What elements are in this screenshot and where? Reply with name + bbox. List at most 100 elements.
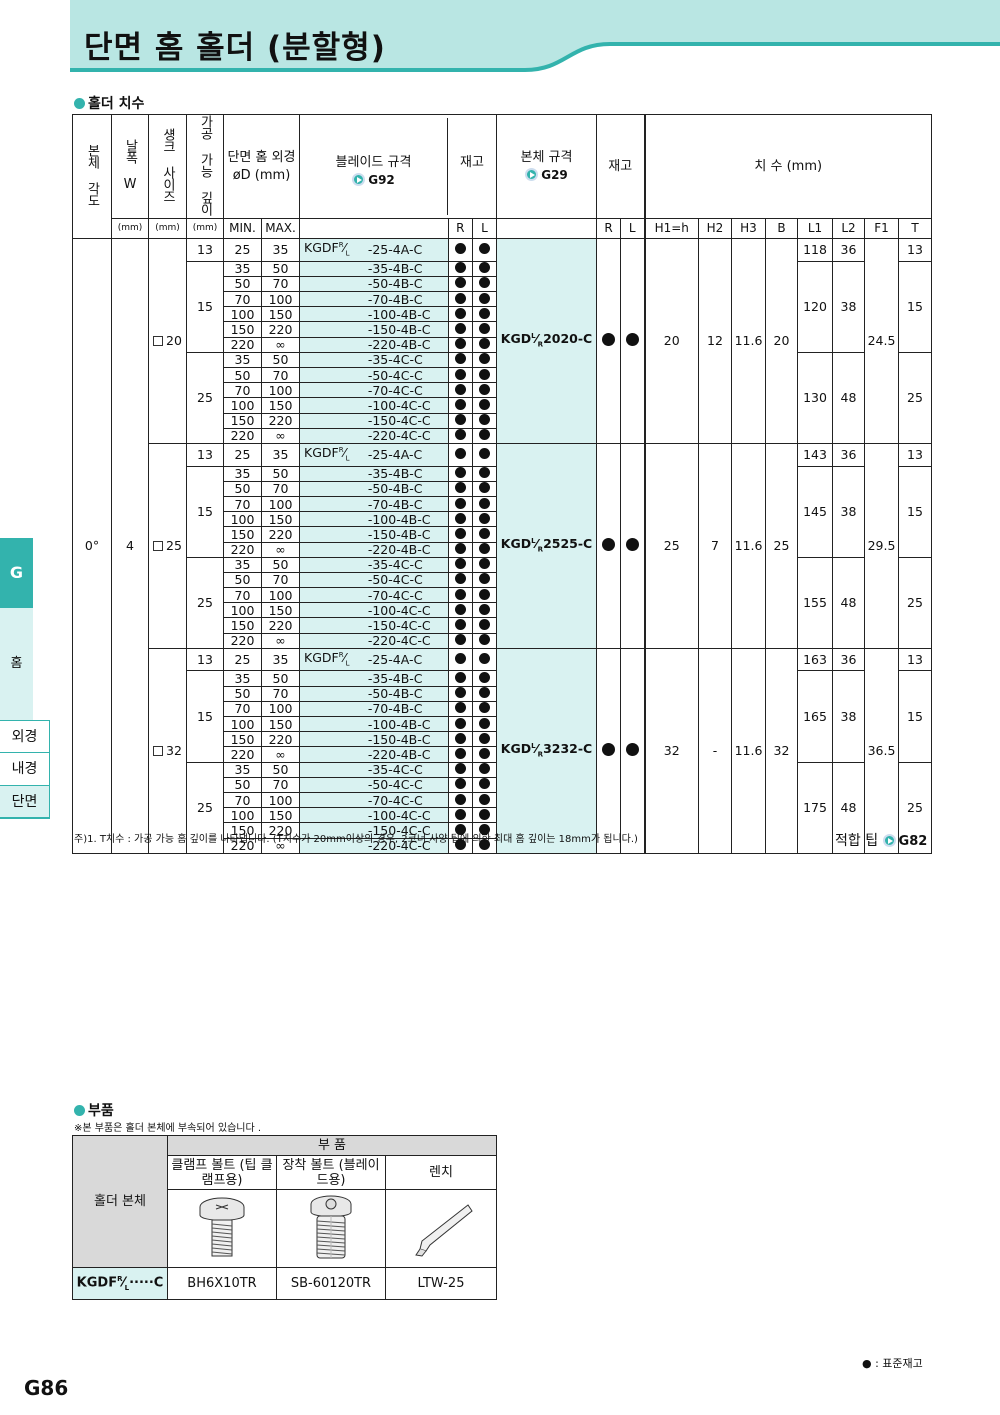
body-ref-icon[interactable] — [525, 168, 539, 181]
blade-prefix-blank — [298, 776, 368, 793]
header-body-l: L — [620, 218, 646, 239]
dim-t: 13 — [898, 238, 932, 262]
blade-prefix-blank — [298, 632, 368, 649]
parts-header-body: 홀더 본체 — [72, 1135, 168, 1268]
square-icon — [153, 746, 164, 757]
max-diameter: 150 — [261, 807, 300, 824]
stock-bullet-icon — [454, 839, 466, 851]
max-diameter: 220 — [261, 731, 300, 748]
min-diameter: 50 — [223, 366, 262, 384]
blade-code: -35-4C-C — [367, 556, 449, 573]
max-diameter: 100 — [261, 587, 300, 604]
body-ref-link[interactable]: G29 — [541, 168, 568, 182]
dim-l2: 38 — [832, 670, 865, 763]
blade-prefix-blank — [298, 837, 368, 854]
side-tab-g[interactable]: G — [0, 538, 33, 608]
blade-code: -150-4C-C — [367, 822, 449, 839]
header-h1: H1=h — [644, 218, 699, 239]
stock-r — [447, 412, 473, 429]
stock-r — [447, 647, 473, 672]
header-l2: L2 — [832, 218, 865, 239]
body-stock-l — [620, 238, 646, 444]
stock-bullet-icon — [478, 634, 490, 646]
body-stock-r — [596, 238, 621, 444]
dim-t: 25 — [898, 556, 932, 649]
max-diameter: 70 — [261, 571, 300, 589]
depth-value: 25 — [186, 351, 224, 444]
stock-r — [447, 670, 473, 687]
min-diameter: 100 — [223, 397, 262, 414]
blade-ref-link[interactable]: G92 — [368, 173, 395, 187]
depth-value: 15 — [186, 670, 224, 763]
dim-l2: 36 — [832, 238, 865, 262]
min-diameter: 100 — [223, 807, 262, 824]
dim-h1: 20 — [644, 238, 699, 444]
stock-l — [471, 321, 498, 338]
stock-r — [447, 382, 473, 399]
side-tab-inner[interactable]: 내경 — [0, 753, 50, 786]
max-diameter: 150 — [261, 397, 300, 414]
tip-reference[interactable]: 적합 팁 G82 — [835, 830, 927, 850]
dim-l2: 36 — [832, 647, 865, 672]
stock-bullet-icon — [478, 823, 490, 835]
min-diameter: 70 — [223, 495, 262, 513]
blade-prefix-blank — [298, 700, 368, 718]
stock-r — [447, 807, 473, 824]
section-dot-icon — [74, 1105, 85, 1116]
side-tab-outer[interactable]: 외경 — [0, 720, 50, 753]
blade-code: -50-4C-C — [367, 776, 449, 793]
stock-l — [471, 670, 498, 687]
stock-l — [471, 571, 498, 589]
stock-l — [471, 791, 498, 809]
parts-col-clamp-bolt: 클램프 볼트 (팁 클램프용) — [167, 1155, 277, 1190]
stock-l — [471, 556, 498, 573]
body-code: KGDL⁄R3232-C — [496, 647, 597, 854]
blade-code: -35-4B-C — [367, 670, 449, 687]
side-tab-groove[interactable]: 홈 — [0, 608, 33, 720]
stock-bullet-icon — [454, 573, 466, 585]
tip-ref-icon[interactable] — [882, 834, 896, 847]
wrench-icon — [415, 1203, 473, 1257]
shank-size: 25 — [148, 442, 187, 649]
stock-l — [471, 480, 498, 497]
max-diameter: 70 — [261, 366, 300, 384]
max-diameter: 100 — [261, 791, 300, 809]
header-depth: 가공 가능 깊이 — [197, 115, 213, 216]
stock-bullet-icon — [454, 763, 466, 775]
stock-bullet-icon — [478, 353, 490, 365]
page-number: G86 — [24, 1376, 69, 1400]
stock-bullet-icon — [454, 543, 466, 555]
dim-l1: 130 — [797, 351, 833, 444]
blade-code: -50-4B-C — [367, 480, 449, 497]
min-diameter: 150 — [223, 731, 262, 748]
stock-l — [471, 427, 498, 444]
tip-ref-link[interactable]: G82 — [898, 834, 928, 849]
stock-r — [447, 306, 473, 323]
min-diameter: 100 — [223, 602, 262, 619]
dim-h2: 12 — [698, 238, 732, 444]
blade-ref-icon[interactable] — [352, 173, 366, 186]
dim-l1: 143 — [797, 442, 833, 467]
side-tab-face[interactable]: 단면 — [0, 786, 50, 819]
max-diameter: 100 — [261, 700, 300, 718]
min-diameter: 100 — [223, 511, 262, 528]
min-diameter: 25 — [223, 442, 262, 467]
stock-r — [447, 587, 473, 604]
stock-bullet-icon — [602, 743, 615, 757]
stock-bullet-icon — [454, 448, 466, 460]
blade-prefix-blank — [298, 746, 368, 763]
stock-r — [447, 397, 473, 414]
dim-l1: 120 — [797, 260, 833, 353]
dim-h1: 25 — [644, 442, 699, 649]
parts-value-mount-bolt: SB-60120TR — [276, 1267, 386, 1300]
blade-code: -70-4B-C — [367, 700, 449, 718]
header-h2: H2 — [698, 218, 732, 239]
stock-bullet-icon — [478, 368, 490, 380]
mount-bolt-image — [276, 1189, 386, 1268]
stock-l — [471, 647, 498, 672]
